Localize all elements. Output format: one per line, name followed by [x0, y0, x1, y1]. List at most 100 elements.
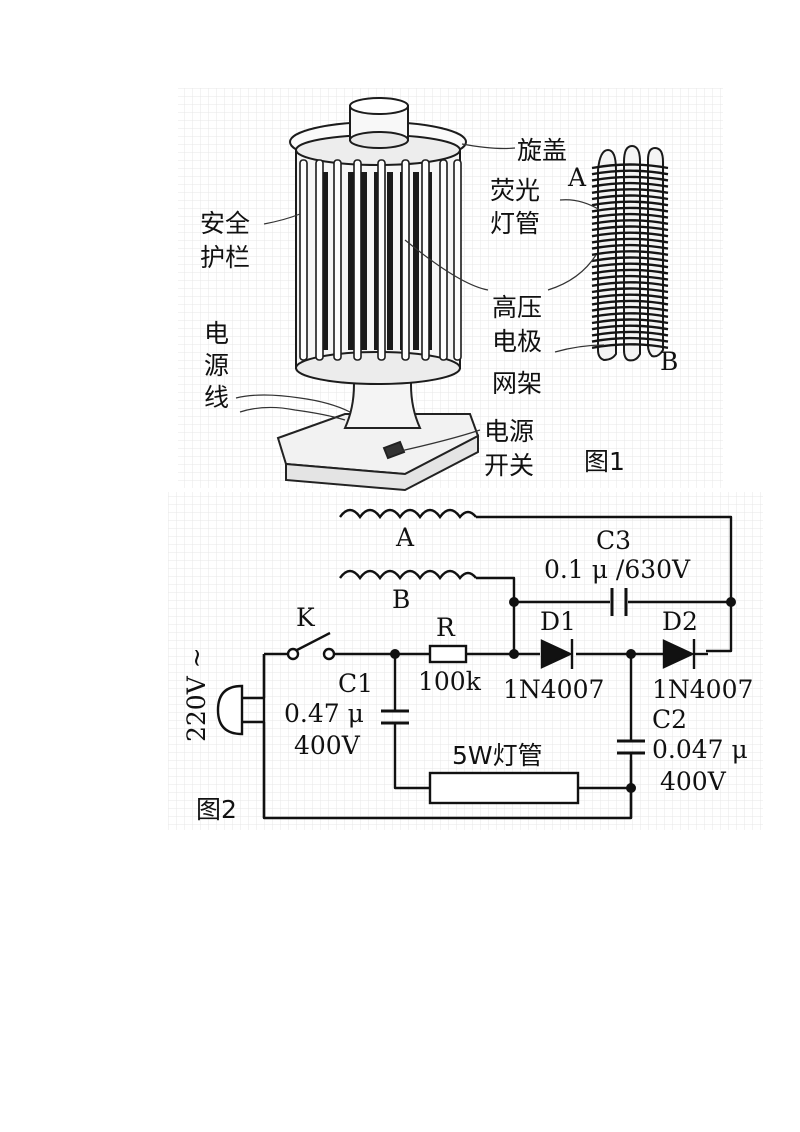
diode-d1-symbol	[540, 639, 574, 669]
label-c1-name: C1	[338, 669, 373, 698]
electrode-coil-ring	[591, 343, 669, 349]
electrode-coil-ring	[591, 175, 669, 182]
guard-bar	[353, 159, 362, 361]
figure-2-caption: 图2	[196, 795, 237, 824]
guard-bar	[453, 159, 462, 361]
junction-dot	[509, 597, 519, 607]
electrode-coil-ring	[591, 231, 669, 238]
guard-bar	[401, 159, 410, 361]
label-cord-line2: 源	[204, 351, 229, 380]
electrode-coil-rings	[591, 163, 669, 349]
label-c1-volt: 400V	[294, 731, 361, 760]
inner-lamp-bar	[387, 172, 393, 350]
electrode-coil-ring	[591, 293, 669, 300]
electrode-coil-ring	[591, 324, 669, 331]
electrode-coil-ring	[591, 225, 669, 232]
electrode-coil-ring	[591, 206, 669, 213]
electrode-coil-ring	[591, 336, 669, 343]
label-cord-line3: 线	[204, 383, 229, 412]
label-c3-value: 0.1 μ /630V	[544, 555, 691, 584]
inner-lamp-bar	[348, 172, 354, 350]
device-base	[276, 351, 480, 492]
electrode-coil-ring	[591, 318, 669, 325]
junction-dot	[509, 649, 519, 659]
electrode-coil-ring	[591, 219, 669, 225]
label-electrode-line1: 高压	[492, 293, 542, 322]
leader-lines	[235, 143, 605, 453]
label-end-a: A	[567, 163, 587, 192]
resistor-r-symbol	[428, 644, 468, 664]
label-d2-part: 1N4007	[652, 675, 753, 704]
coil-b-symbol	[339, 569, 477, 581]
electrode-coil-ring	[591, 163, 669, 170]
label-tube-line1: 荧光	[490, 176, 540, 205]
figure-1-caption: 图1	[584, 447, 625, 476]
safety-guard-bars	[299, 159, 462, 361]
label-end-b: B	[660, 347, 678, 376]
label-coil-b: B	[392, 585, 410, 614]
electrode-coil-ring	[591, 243, 669, 250]
label-mains: 220V ~	[182, 647, 211, 742]
label-guard-line2: 护栏	[200, 243, 250, 272]
inner-lamp-bar	[413, 172, 419, 350]
label-resistor-value: 100k	[418, 667, 482, 696]
electrode-coil-ring	[591, 281, 669, 287]
plug-symbol	[216, 654, 266, 818]
figure-2: A B K R 100k C3 0.1 μ /630V D1 1N4007 D2…	[168, 492, 763, 830]
electrode-coil-ring	[591, 299, 669, 306]
inner-lamp-bar	[322, 172, 328, 350]
figure-1: 旋盖 荧光 灯管 安全 护栏 电 源 线 高压 电极 网架 电源 开关 A B …	[178, 88, 723, 492]
label-resistor-name: R	[436, 613, 456, 642]
label-lamp: 5W灯管	[452, 741, 543, 770]
label-tube-line2: 灯管	[490, 209, 540, 238]
lamp-symbol	[428, 771, 580, 805]
label-d1-name: D1	[540, 607, 576, 636]
label-c1-cap: 0.47 μ	[284, 699, 364, 728]
electrode-coil-ring	[591, 330, 669, 337]
junction-dot	[726, 597, 736, 607]
label-cord-line1: 电	[204, 319, 229, 348]
electrode-coil-ring	[591, 268, 669, 275]
electrode-coil-ring	[591, 169, 669, 176]
label-c2-volt: 400V	[660, 767, 727, 796]
electrode-coil-ring	[591, 181, 669, 188]
electrode-coil-ring	[591, 250, 669, 256]
junction-dot	[390, 649, 400, 659]
label-cap: 旋盖	[517, 136, 567, 165]
guard-bar	[315, 159, 324, 361]
electrode-coil-ring	[591, 194, 669, 201]
capacitor-c3-symbol	[610, 588, 628, 616]
electrode-coil-ring	[591, 287, 669, 294]
junction-dot	[626, 783, 636, 793]
electrode-coil-ring	[591, 200, 669, 207]
electrode-coil-ring	[591, 256, 669, 263]
electrode-coil-ring	[591, 188, 669, 194]
guard-bar	[421, 159, 430, 361]
guard-bar	[439, 159, 448, 361]
label-coil-a: A	[395, 523, 415, 552]
guard-bar	[333, 159, 342, 361]
label-guard-line1: 安全	[200, 209, 250, 238]
label-switch-line1: 电源	[484, 417, 534, 446]
label-frame: 网架	[492, 369, 542, 398]
electrode-coil-ring	[591, 274, 669, 281]
label-electrode-line2: 电极	[492, 327, 542, 356]
switch-k-symbol	[286, 631, 336, 661]
electrode-coil-ring	[591, 237, 669, 244]
label-c2-cap: 0.047 μ	[652, 735, 748, 764]
inner-lamp-bar	[361, 172, 367, 350]
label-c2-name: C2	[652, 705, 687, 734]
junction-dots	[390, 597, 736, 793]
label-d1-part: 1N4007	[503, 675, 604, 704]
electrode-coil-ring	[591, 312, 669, 318]
electrode-coil-ring	[591, 212, 669, 219]
electrode-coil-ring	[591, 262, 669, 269]
label-switch-k: K	[296, 603, 316, 632]
guard-bar	[299, 159, 308, 361]
electrode-coil-ring	[591, 305, 669, 312]
coil-a-symbol	[339, 508, 477, 520]
label-d2-name: D2	[662, 607, 698, 636]
capacitor-c1-symbol	[381, 709, 409, 725]
diode-d2-symbol	[662, 639, 708, 669]
